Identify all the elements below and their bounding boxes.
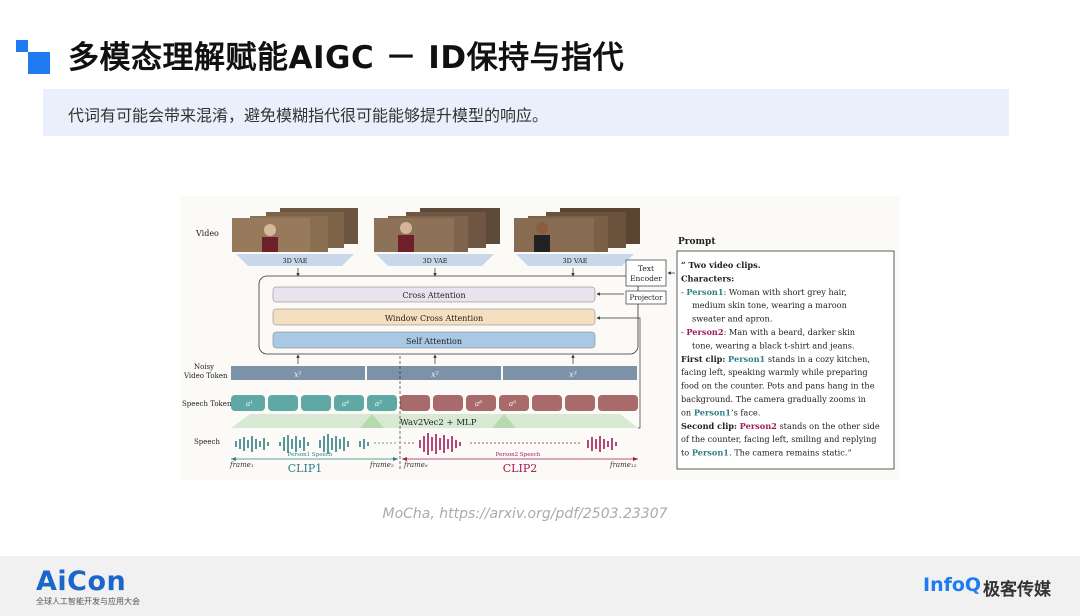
speech-tokens: a¹ a⁴ a⁵ a⁸ a⁹ <box>231 395 638 411</box>
projector-label: Projector <box>630 294 664 302</box>
prompt-line: Characters: <box>681 273 734 283</box>
text-encoder-box <box>625 259 667 287</box>
transformer-block <box>258 275 639 355</box>
vae-block-1: 3D VAE <box>236 254 354 266</box>
prompt-line: background. The camera gradually zooms i… <box>681 394 867 404</box>
vae-block-3: 3D VAE <box>516 254 634 266</box>
video-clip-2 <box>374 208 500 252</box>
video-label: Video <box>195 229 219 238</box>
text-encoder-label: Text <box>638 264 654 273</box>
prompt-box <box>676 250 895 470</box>
video-clip-1 <box>232 208 358 252</box>
vae-label: 3D VAE <box>562 257 587 265</box>
wav2vec-label: Wav2Vec2 + MLP <box>400 418 477 428</box>
self-attention-block <box>272 331 596 349</box>
frame1-label: frame₁ <box>229 461 254 469</box>
cross-attention-block <box>272 286 596 303</box>
mocha-architecture-diagram: Video Noisy Video Token Speech Token Spe… <box>180 196 900 480</box>
footer: AiCon 全球人工智能开发与应用大会 InfoQ 极客传媒 <box>0 556 1080 616</box>
token-a8: a⁸ <box>475 400 482 408</box>
prompt-line: facing left, speaking warmly while prepa… <box>681 367 868 377</box>
aicon-subtitle: 全球人工智能开发与应用大会 <box>36 597 140 606</box>
token-x1: x¹ <box>294 370 302 379</box>
person2-speech-label: Person2 Speech <box>496 452 541 458</box>
prompt-line: “ Two video clips. <box>681 260 761 270</box>
wav2vec-block <box>231 414 638 428</box>
vae-label: 3D VAE <box>282 257 307 265</box>
noisy-label-2: Video Token <box>183 372 228 380</box>
speech-token-label: Speech Token <box>182 400 232 408</box>
cross-attention-label: Cross Attention <box>402 291 465 300</box>
person1-speech-label: Person1 Speech <box>288 452 333 458</box>
token-a5: a⁵ <box>375 400 382 408</box>
banner: 代词有可能会带来混淆，避免模糊指代很可能能够提升模型的响应。 <box>43 89 1009 136</box>
token-x3: x³ <box>569 370 577 379</box>
title-decoration-icon <box>16 40 50 74</box>
aicon-logo: AiCon <box>36 566 127 597</box>
figure-caption: MoCha, https://arxiv.org/pdf/2503.23307 <box>382 506 668 522</box>
vae-block-2: 3D VAE <box>376 254 494 266</box>
token-a9: a⁹ <box>509 400 516 408</box>
speech-label: Speech <box>194 438 220 446</box>
clip1-label: CLIP1 <box>288 462 322 475</box>
prompt-line: - Person1: Woman with short grey hair, <box>681 287 847 297</box>
noisy-label-1: Noisy <box>194 363 214 371</box>
frame12-label: frame₁₂ <box>609 461 637 469</box>
prompt-line: of the counter, facing left, smiling and… <box>681 434 877 444</box>
video-clip-3 <box>514 208 640 252</box>
clip2-label: CLIP2 <box>503 462 537 475</box>
prompt-line: tone, wearing a black t-shirt and jeans. <box>692 340 855 350</box>
token-x2: x² <box>431 370 439 379</box>
token-a4: a⁴ <box>342 400 349 408</box>
prompt-line: on Person1’s face. <box>681 407 760 417</box>
window-cross-attention-label: Window Cross Attention <box>385 314 483 323</box>
token-a1: a¹ <box>246 400 253 408</box>
banner-text: 代词有可能会带来混淆，避免模糊指代很可能能够提升模型的响应。 <box>68 106 549 125</box>
window-cross-attention-block <box>272 308 596 326</box>
page-title: 多模态理解赋能AIGC － ID保持与指代 <box>68 40 625 76</box>
vae-label: 3D VAE <box>422 257 447 265</box>
prompt-line: Second clip: Person2 stands on the other… <box>681 421 880 431</box>
jike-logo: 极客传媒 <box>983 580 1051 600</box>
prompt-line: medium skin tone, wearing a maroon <box>692 300 848 310</box>
prompt-heading: Prompt <box>678 237 716 247</box>
infoq-logo: InfoQ <box>923 574 982 596</box>
prompt-line: - Person2: Man with a beard, darker skin <box>681 327 856 337</box>
self-attention-label: Self Attention <box>406 337 462 346</box>
frame6-label: frame₆ <box>403 461 428 469</box>
prompt-line: First clip: Person1 stands in a cozy kit… <box>681 354 870 364</box>
prompt-line: sweater and apron. <box>692 314 772 324</box>
text-encoder-label: Encoder <box>630 274 662 283</box>
speech-waveform-1 <box>235 434 396 454</box>
projector-box <box>625 290 667 305</box>
prompt-text: “ Two video clips. Characters: - Person1… <box>681 260 880 458</box>
speech-waveform-2 <box>404 433 617 455</box>
noisy-video-tokens: x¹ x² x³ <box>231 366 637 380</box>
prompt-line: food on the counter. Pots and pans hang … <box>681 381 875 391</box>
prompt-line: to Person1. The camera remains static.” <box>681 448 852 458</box>
frame5-label: frame₅ <box>369 461 394 469</box>
